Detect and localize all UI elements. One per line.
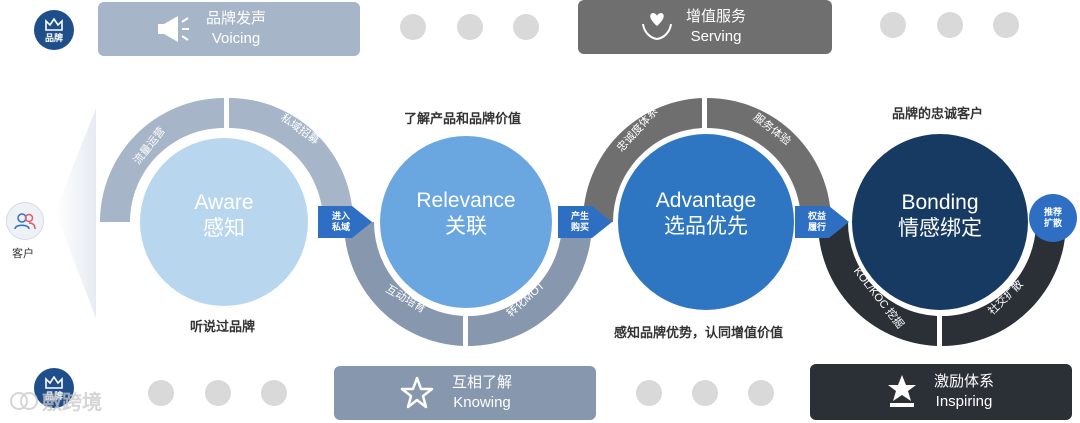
arrow-text: 私域 (331, 222, 350, 232)
arrow-purchase-label: 产生 购买 (563, 209, 597, 235)
serving-en: Serving (690, 28, 742, 45)
serving-cn: 增值服务 (686, 8, 747, 25)
megaphone-icon (158, 16, 189, 42)
caption-loyal-customer: 品牌的忠诚客户 (892, 106, 984, 121)
circle-aware (140, 138, 308, 306)
stage-bonding: Bonding 情感绑定 (860, 190, 1020, 242)
arrow-text: 购买 (570, 222, 589, 232)
stage-aware: Aware 感知 (144, 190, 304, 242)
arrow-rights-label: 权益 履行 (800, 209, 834, 235)
dot (880, 12, 906, 38)
pill-serving: 增值服务 Serving (578, 0, 832, 54)
heart-hands-icon (642, 13, 672, 40)
dot (937, 12, 963, 38)
stage-relevance-en: Relevance (416, 189, 516, 212)
stage-bonding-cn: 情感绑定 (898, 217, 982, 240)
caption-heard-brand: 听说过品牌 (190, 319, 256, 334)
customer-label: 客户 (12, 248, 34, 260)
watermark-logo-icon (10, 391, 38, 410)
users-icon (14, 213, 36, 230)
bottom-brand-label: 品牌 (44, 390, 63, 401)
dot (148, 380, 174, 406)
arrow-enter-private-label: 进入 私域 (324, 209, 358, 235)
pill-voicing: 品牌发声 Voicing (98, 2, 360, 56)
arrow-text: 履行 (807, 222, 826, 232)
inspiring-en: Inspiring (935, 393, 993, 410)
arrow-text: 产生 (570, 211, 589, 221)
knowing-en: Knowing (453, 394, 511, 411)
arc-private (229, 98, 353, 222)
watermark-text: 敷跨境 (42, 392, 102, 414)
arrow-text: 权益 (807, 211, 826, 221)
pill-knowing: 互相了解 Knowing (334, 366, 596, 420)
top-brand-badge: 品牌 (34, 10, 74, 50)
bottom-brand-badge: 品牌 (34, 368, 74, 408)
stage-advantage-cn: 选品优先 (664, 215, 748, 238)
customer-avatar (6, 202, 44, 240)
dot (513, 14, 539, 40)
caption-perceive-advantage: 感知品牌优势，认同增值价值 (614, 325, 784, 340)
recommend-label: 推荐 扩散 (1033, 204, 1073, 232)
stage-relevance-cn: 关联 (445, 215, 487, 238)
arc-service (707, 98, 831, 222)
arc-kol (817, 222, 937, 346)
podium-star-icon (888, 375, 916, 407)
circle-advantage (618, 134, 794, 310)
stage-aware-en: Aware (194, 191, 254, 214)
arc-mot (468, 222, 592, 346)
inspiring-cn: 激励体系 (934, 373, 995, 390)
circle-bonding (852, 134, 1028, 310)
recommend-text: 推荐 (1043, 207, 1062, 217)
knowing-cn: 互相了解 (452, 374, 513, 391)
crown-icon (45, 17, 63, 31)
stage-relevance: Relevance 关联 (386, 188, 546, 240)
stage-aware-cn: 感知 (203, 217, 245, 240)
top-brand-label: 品牌 (44, 32, 63, 43)
dot (261, 380, 287, 406)
stage-advantage-en: Advantage (655, 189, 757, 212)
recommend-text: 扩散 (1043, 218, 1062, 228)
arc-loyalty-system (583, 98, 702, 222)
crown-icon (45, 375, 63, 389)
voicing-en: Voicing (211, 30, 261, 47)
arrow-rights (795, 206, 849, 238)
arc-traffic (100, 98, 224, 222)
arrow-enter-private (318, 206, 372, 238)
dot (692, 380, 718, 406)
star-outline-icon (400, 376, 434, 409)
funnel-cone (55, 108, 96, 318)
voicing-cn: 品牌发声 (206, 10, 267, 27)
arc-social (942, 222, 1066, 346)
watermark: 敷跨境 (10, 386, 102, 415)
stage-bonding-en: Bonding (901, 191, 979, 214)
dot (400, 14, 426, 40)
dot (993, 12, 1019, 38)
caption-understand-value: 了解产品和品牌价值 (404, 111, 522, 126)
arrow-purchase (558, 206, 612, 238)
dot (748, 380, 774, 406)
arc-interact (343, 222, 463, 346)
stage-advantage: Advantage 选品优先 (626, 188, 786, 240)
recommend-circle (1029, 194, 1077, 242)
dot (205, 380, 231, 406)
dot (457, 14, 483, 40)
dot (636, 380, 662, 406)
arrow-text: 进入 (331, 211, 350, 221)
pill-inspiring: 激励体系 Inspiring (810, 364, 1072, 420)
circle-relevance (380, 136, 552, 308)
